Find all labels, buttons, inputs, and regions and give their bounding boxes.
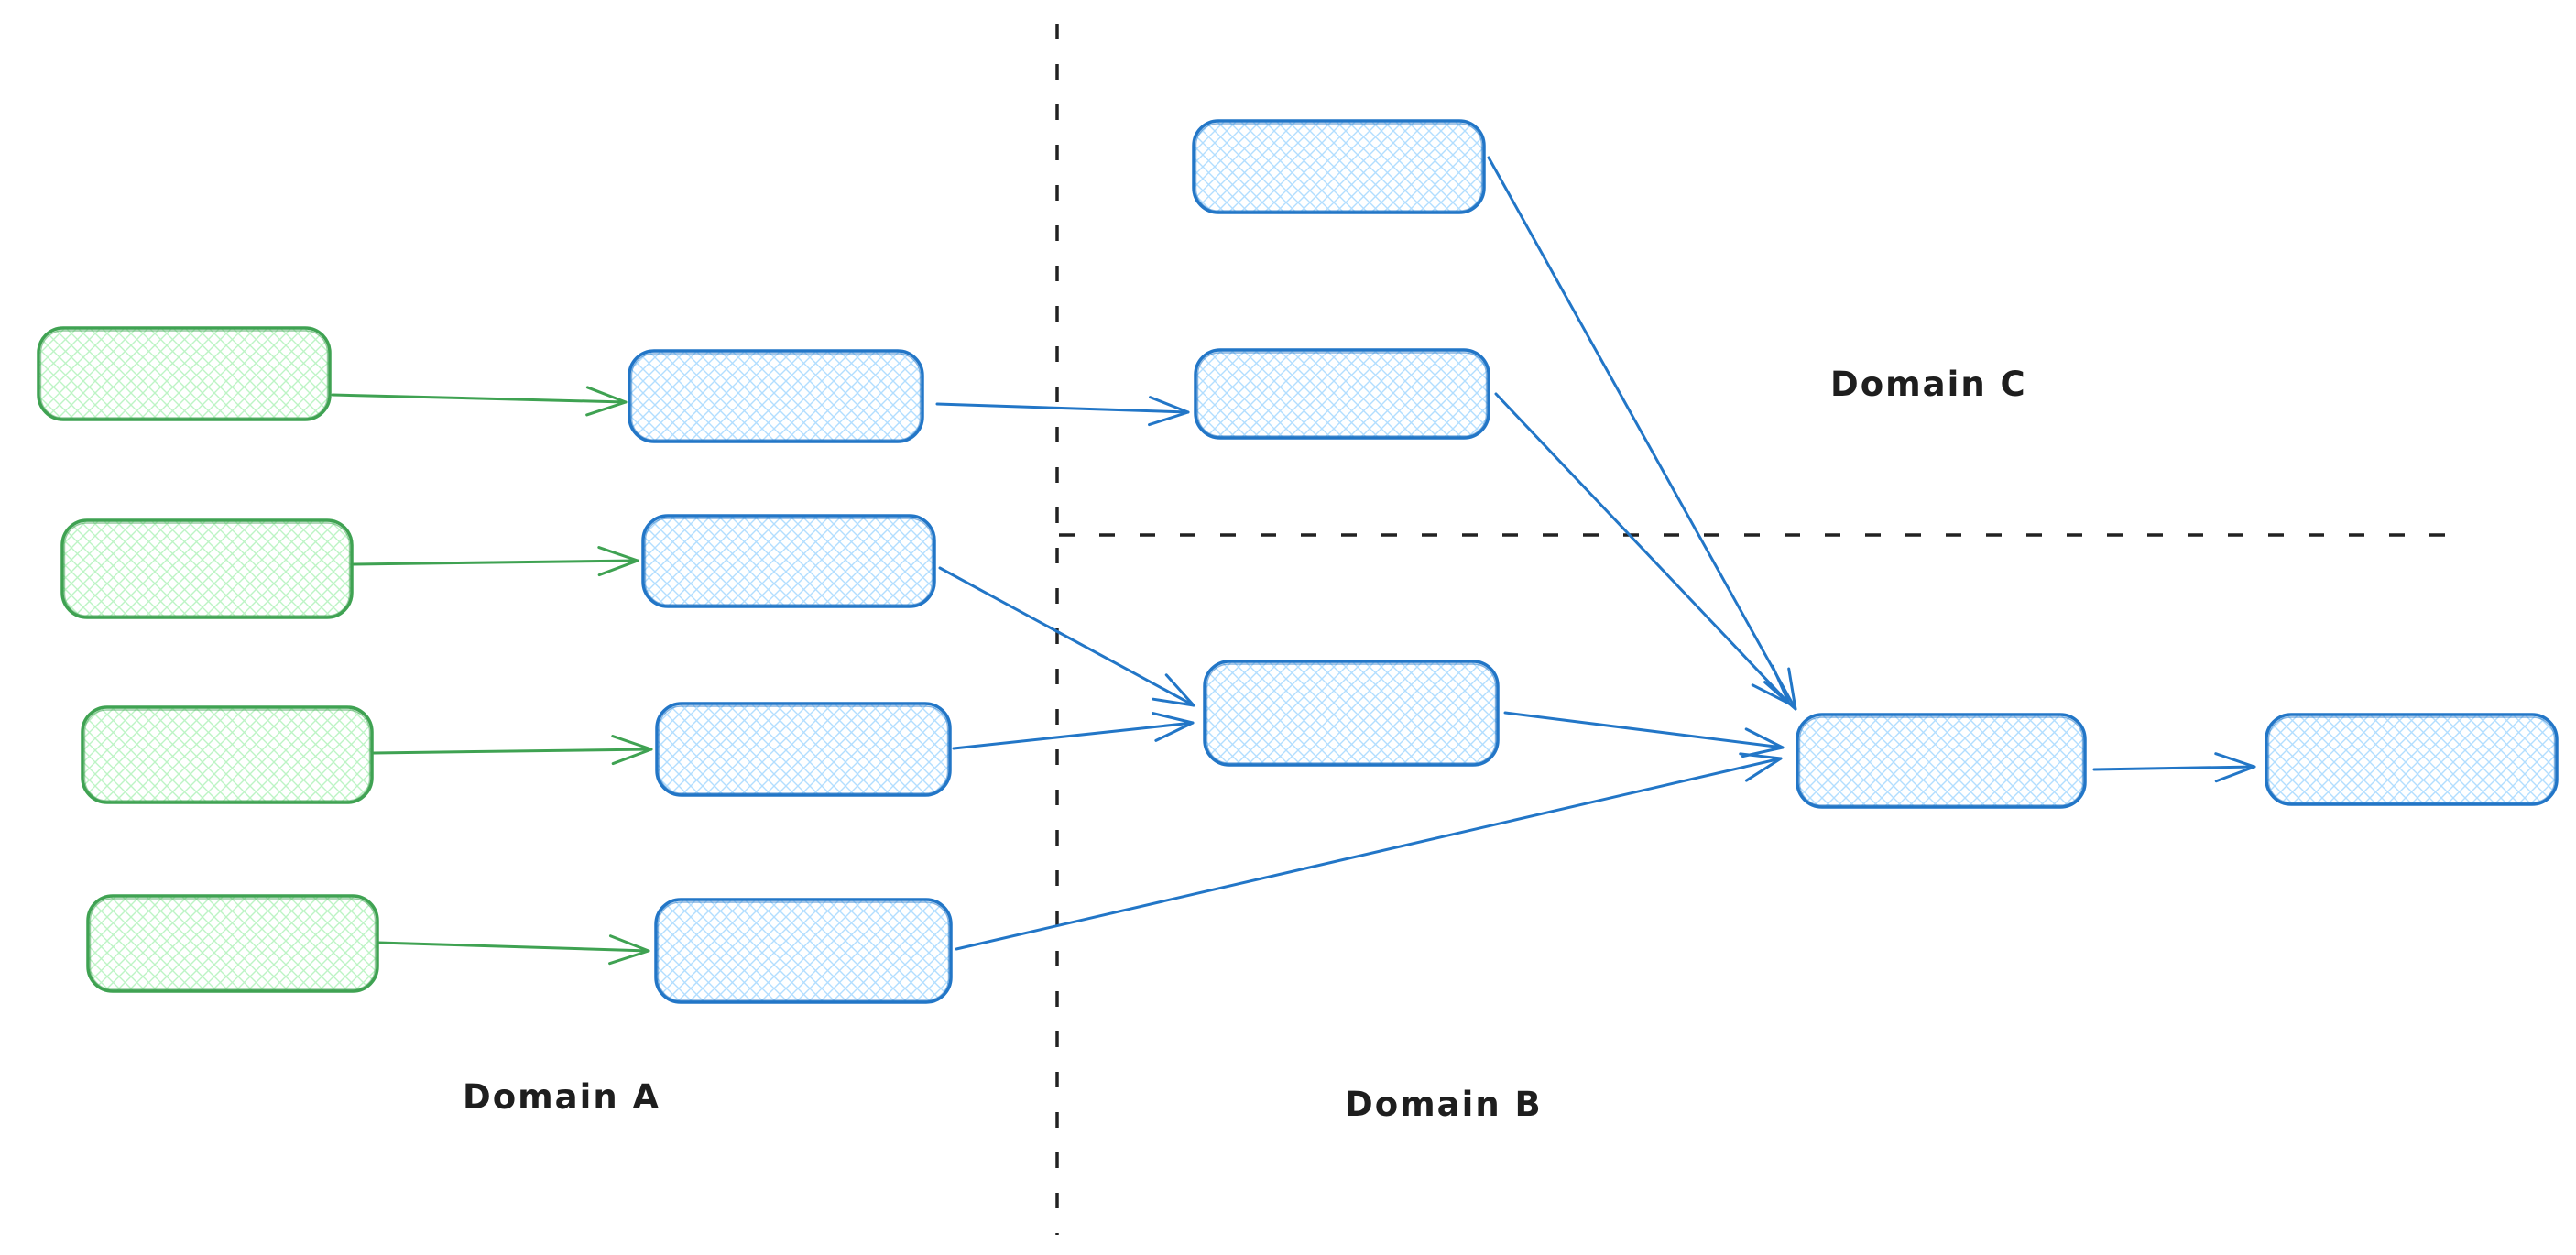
node-outline-blue-a2: [641, 514, 936, 608]
node-blue-b-mid[interactable]: [1203, 660, 1500, 767]
edge-b4[interactable]: [955, 752, 1783, 951]
node-blue-a4[interactable]: [654, 898, 953, 1004]
node-green-2[interactable]: [60, 518, 354, 619]
edge-g3[interactable]: [372, 735, 653, 766]
node-sketch-line-blue-a1: [630, 353, 922, 441]
node-blue-final[interactable]: [2265, 713, 2559, 806]
node-blue-b-top[interactable]: [1194, 348, 1490, 440]
node-outline-green-2: [60, 518, 354, 619]
node-outline-blue-b-mid: [1203, 660, 1500, 767]
edge-b7[interactable]: [1503, 711, 1785, 758]
edge-b2[interactable]: [938, 566, 1195, 707]
node-sketch-line-green-4: [89, 898, 377, 990]
node-green-1[interactable]: [37, 326, 332, 421]
node-sketch-line-blue-a3: [658, 705, 949, 794]
node-outline-green-3: [81, 705, 374, 804]
node-blue-c-top[interactable]: [1192, 119, 1486, 214]
edge-b5[interactable]: [1487, 156, 1797, 711]
edge-b1[interactable]: [935, 396, 1190, 427]
node-sketch-line-blue-a4: [657, 901, 950, 1001]
node-sketch-line-blue-hub: [1798, 716, 2084, 806]
node-blue-a3[interactable]: [655, 702, 952, 797]
node-outline-blue-a4: [654, 898, 953, 1004]
node-outline-green-4: [86, 894, 379, 993]
node-outline-green-1: [37, 326, 332, 421]
domain-c-label[interactable]: Domain C: [1830, 365, 2027, 404]
edge-b6[interactable]: [1494, 392, 1791, 705]
node-sketch-line-green-1: [39, 330, 329, 419]
node-outline-blue-hub: [1796, 713, 2087, 809]
node-green-3[interactable]: [81, 705, 374, 804]
edge-g2[interactable]: [352, 546, 639, 577]
domain-a-label[interactable]: Domain A: [463, 1077, 661, 1117]
edge-b8[interactable]: [2092, 752, 2256, 783]
node-outline-blue-b-top: [1194, 348, 1490, 440]
node-outline-blue-c-top: [1192, 119, 1486, 214]
node-sketch-line-green-3: [83, 709, 371, 802]
domain-b-label[interactable]: Domain B: [1345, 1085, 1543, 1124]
node-blue-hub[interactable]: [1796, 713, 2087, 809]
node-sketch-line-blue-b-top: [1196, 352, 1488, 437]
node-sketch-line-blue-final: [2267, 716, 2556, 803]
node-green-4[interactable]: [86, 894, 379, 993]
edge-b3[interactable]: [952, 712, 1195, 750]
node-blue-a1[interactable]: [628, 349, 924, 443]
node-sketch-line-blue-c-top: [1195, 123, 1483, 212]
node-sketch-line-green-2: [63, 522, 351, 617]
node-outline-blue-a1: [628, 349, 924, 443]
node-sketch-line-blue-b-mid: [1206, 663, 1497, 764]
node-blue-a2[interactable]: [641, 514, 936, 608]
node-outline-blue-final: [2265, 713, 2559, 806]
edge-g4[interactable]: [377, 934, 650, 966]
node-outline-blue-a3: [655, 702, 952, 797]
edge-g1[interactable]: [331, 386, 628, 417]
node-sketch-line-blue-a2: [644, 518, 933, 606]
